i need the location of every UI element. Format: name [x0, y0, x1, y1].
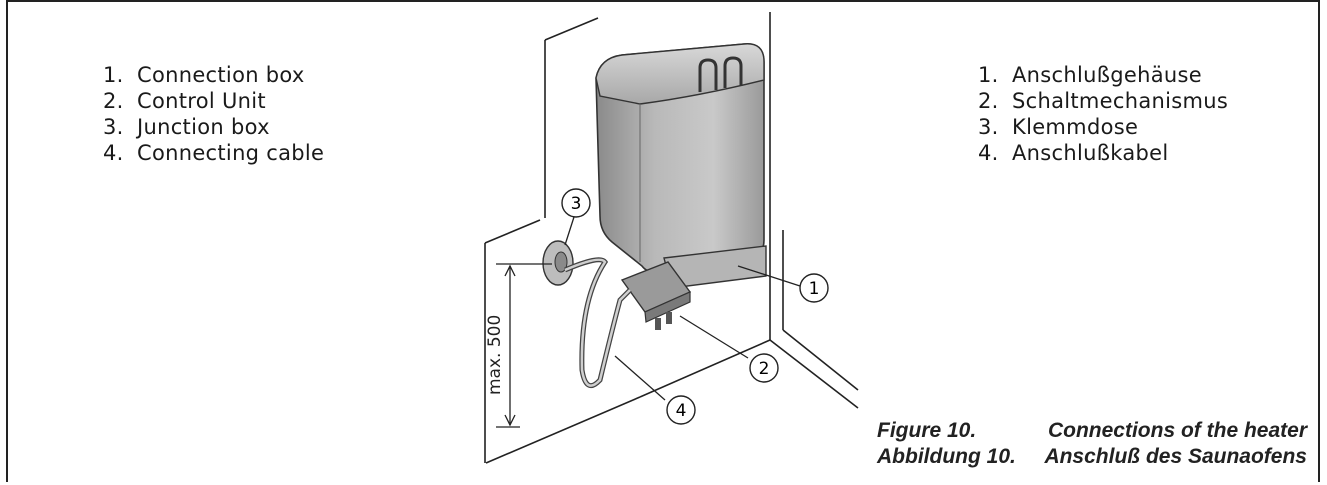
leader-lines — [564, 216, 801, 401]
legend-item: 1. Anschlußgehäuse — [978, 62, 1228, 88]
figure-caption: Figure 10. Connections of the heater Abb… — [877, 418, 1307, 470]
legend-label: Schaltmechanismus — [1012, 89, 1229, 113]
legend-german: 1. Anschlußgehäuse 2. Schaltmechanismus 3.… — [978, 62, 1228, 166]
legend-english: 1. Connection box 2. Control Unit 3. Juncti… — [103, 62, 324, 166]
legend-item: 1. Connection box — [103, 62, 324, 88]
legend-item: 4. Anschlußkabel — [978, 140, 1228, 166]
legend-label: Klemmdose — [1012, 115, 1139, 139]
legend-number: 2. — [978, 89, 999, 113]
callout-2: 2 — [749, 353, 779, 383]
callout-4-number: 4 — [676, 401, 687, 421]
caption-english: Figure 10. Connections of the heater — [877, 418, 1307, 444]
caption-en-text: Connections of the heater — [1047, 419, 1307, 442]
callout-1-number: 1 — [809, 279, 820, 299]
junction-box — [542, 240, 574, 286]
legend-label: Anschlußkabel — [1012, 141, 1169, 165]
legend-item: 2. Control Unit — [103, 88, 324, 114]
callout-2-number: 2 — [759, 359, 770, 379]
connecting-cable — [564, 257, 632, 389]
control-unit — [620, 261, 692, 330]
legend-number: 4. — [978, 141, 999, 165]
legend-label: Junction box — [137, 115, 270, 139]
callout-3: 3 — [561, 188, 591, 218]
figure-frame — [6, 0, 1320, 482]
legend-number: 4. — [103, 141, 124, 165]
legend-number: 3. — [103, 115, 124, 139]
legend-number: 3. — [978, 115, 999, 139]
callout-3-number: 3 — [571, 194, 582, 214]
legend-item: 4. Connecting cable — [103, 140, 324, 166]
legend-number: 2. — [103, 89, 124, 113]
caption-en-label: Figure 10. — [877, 419, 977, 442]
callout-1: 1 — [799, 273, 829, 303]
legend-number: 1. — [103, 63, 124, 87]
heater-body — [595, 43, 767, 289]
legend-item: 3. Klemmdose — [978, 114, 1228, 140]
legend-label: Connecting cable — [137, 141, 325, 165]
dimension-line — [496, 263, 552, 428]
callout-4: 4 — [666, 395, 696, 425]
caption-german: Abbildung 10. Anschluß des Saunaofens — [877, 444, 1307, 470]
legend-label: Connection box — [137, 63, 305, 87]
legend-item: 3. Junction box — [103, 114, 324, 140]
legend-number: 1. — [978, 63, 999, 87]
caption-de-text: Anschluß des Saunaofens — [1044, 445, 1307, 468]
dimension-label: max. 500 — [485, 315, 505, 395]
legend-label: Control Unit — [137, 89, 266, 113]
caption-de-label: Abbildung 10. — [877, 445, 1016, 468]
legend-label: Anschlußgehäuse — [1012, 63, 1202, 87]
legend-item: 2. Schaltmechanismus — [978, 88, 1228, 114]
